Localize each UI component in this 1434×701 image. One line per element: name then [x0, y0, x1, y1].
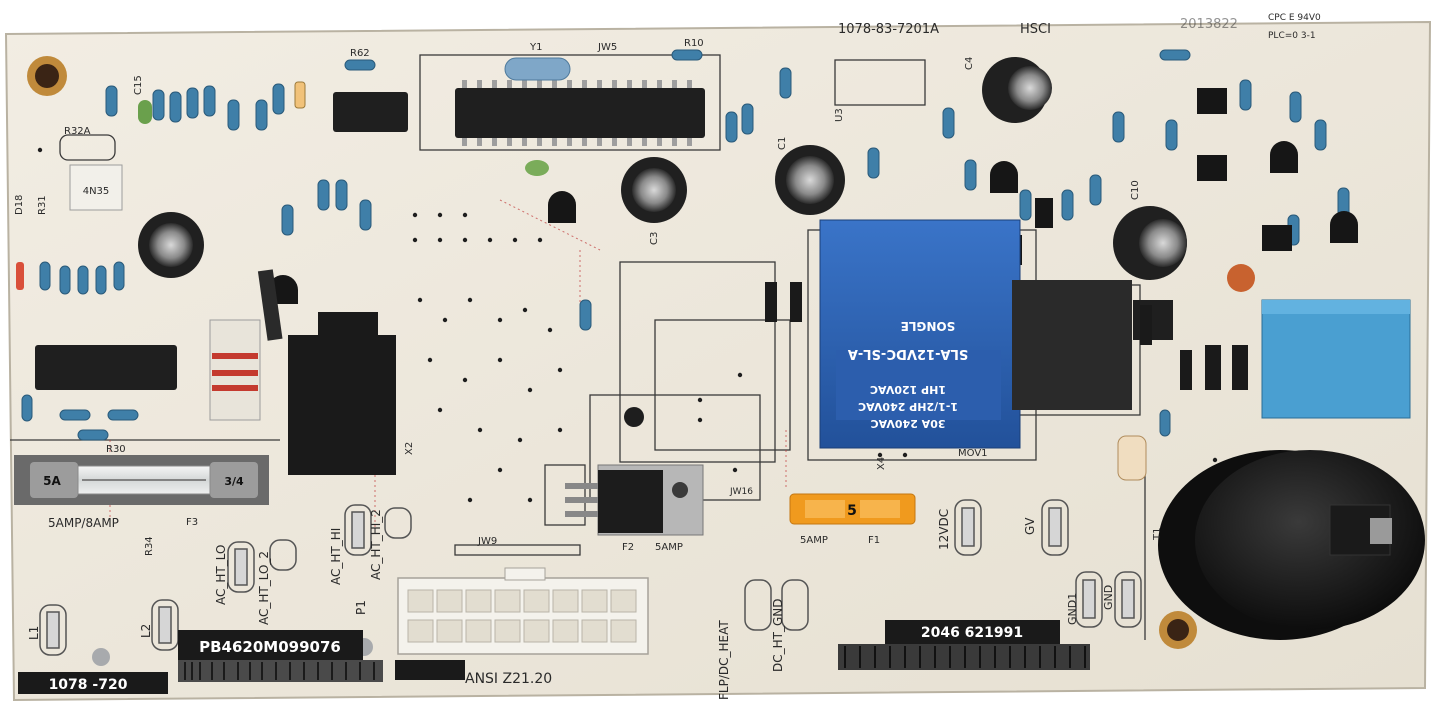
diodes — [765, 282, 1248, 390]
board-id-left: 1078 -720 — [49, 677, 128, 693]
fuse-f3-right-mark: 3/4 — [224, 475, 244, 488]
label-y1: Y1 — [529, 42, 542, 53]
optocoupler-label: 4N35 — [83, 186, 110, 197]
label-flp-dc-heat: FLP/DC_HEAT — [717, 620, 731, 700]
label-r31: R31 — [37, 195, 48, 215]
label-c4: C4 — [964, 57, 975, 70]
label-ac-ht-lo: AC_HT_LO — [214, 545, 228, 605]
label-jw5: JW5 — [597, 42, 617, 53]
glass-fuse-f3[interactable]: 5A 3/4 — [14, 455, 269, 505]
label-gnd1: GND1 — [1066, 593, 1079, 625]
fuse-rating-left: 5AMP/8AMP — [48, 516, 119, 530]
relay-rating-3: 1HP 120VAC — [870, 383, 946, 396]
relay-blue-main[interactable]: 30A 240VAC 1-1/2HP 240VAC 1HP 120VAC SLA… — [819, 219, 1132, 449]
cpc-line: CPC E 94V0 — [1268, 13, 1321, 23]
blade-fuse-f1[interactable]: 5 — [789, 493, 916, 525]
label-x2: X2 — [404, 442, 415, 455]
label-jw9: JW9 — [477, 536, 497, 547]
relay-left — [257, 269, 396, 475]
label-jw16: JW16 — [729, 487, 753, 497]
ignition-module — [1158, 450, 1425, 640]
label-p1: P1 — [354, 600, 368, 615]
relay-rating-2: 1-1/2HP 240VAC — [858, 400, 958, 413]
label-c1: C1 — [777, 137, 788, 150]
label-l1: L1 — [27, 626, 41, 640]
label-r62: R62 — [350, 48, 370, 59]
relay-rating-1: 30A 240VAC — [871, 417, 946, 430]
label-l2: L2 — [139, 624, 153, 638]
label-x4: X4 — [876, 457, 887, 470]
voltage-regulator — [565, 464, 704, 536]
label-f1-amp: 5AMP — [800, 535, 828, 546]
date-code: 2013822 — [1180, 17, 1238, 32]
label-f1: F1 — [868, 535, 880, 546]
relay-brand: SONGLE — [901, 319, 956, 333]
label-12vdc: 12VDC — [937, 509, 951, 550]
connector-p1[interactable] — [397, 567, 649, 655]
label-ac-ht-hi: AC_HT_HI — [329, 528, 343, 585]
relay-model: SLA-12VDC-SL-A — [848, 346, 968, 361]
disc-capacitor — [1227, 264, 1255, 292]
label-board-id: 1078 -720 — [18, 672, 168, 694]
label-c10: C10 — [1130, 180, 1141, 200]
label-r10: R10 — [684, 38, 704, 49]
label-d18: D18 — [14, 195, 25, 215]
part-number: 1078-83-7201A — [838, 22, 939, 37]
label-dc-ht-gnd: DC_HT_GND — [771, 599, 785, 673]
label-r30: R30 — [106, 444, 126, 455]
mov1 — [1117, 435, 1147, 481]
transformer-blue — [1261, 299, 1411, 419]
crystal-y1 — [504, 57, 571, 81]
label-c3: C3 — [649, 232, 660, 245]
label-gv: GV — [1023, 517, 1037, 535]
serial-right: 2046 621991 — [921, 625, 1023, 641]
hsci-label: HSCI — [1020, 22, 1051, 37]
label-t1: T1 — [1152, 528, 1163, 541]
label-r34: R34 — [144, 536, 155, 556]
label-f2: F2 — [622, 542, 634, 553]
ansi-standard: ANSI Z21.20 — [465, 671, 552, 687]
blade-fuse-value: 5 — [847, 503, 857, 519]
silkscreen-text: 1078-83-7201A HSCI 2013822 CPC E 94V0 PL… — [14, 13, 1321, 700]
ic-chips: 4N35 — [35, 80, 1173, 390]
label-f3: F3 — [186, 517, 198, 528]
label-f2-amp: 5AMP — [655, 542, 683, 553]
plc-line: PLC=0 3-1 — [1268, 31, 1316, 41]
label-serial-left: PB4620M099076 — [178, 630, 383, 682]
label-ac-ht-lo-2: AC_HT_LO_2 — [257, 551, 271, 625]
label-strip-bottom — [395, 660, 465, 680]
fuse-f3-rating: 5A — [43, 474, 61, 488]
electrolytic-capacitors — [138, 57, 1187, 280]
label-gnd: GND — [1102, 585, 1115, 610]
label-ac-ht-hi-2: AC_HT_HI_2 — [369, 509, 383, 580]
label-serial-right: 2046 621991 — [838, 620, 1090, 670]
label-mov1: MOV1 — [958, 448, 988, 459]
resistor-row-top-left — [16, 49, 1350, 441]
spade-terminals[interactable] — [39, 499, 1142, 656]
bobbin-coil — [209, 319, 261, 421]
label-c15: C15 — [133, 75, 144, 95]
label-r32a: R32A — [64, 126, 91, 137]
label-u3: U3 — [834, 108, 845, 122]
serial-left: PB4620M099076 — [199, 638, 341, 656]
test-pad — [92, 648, 110, 666]
